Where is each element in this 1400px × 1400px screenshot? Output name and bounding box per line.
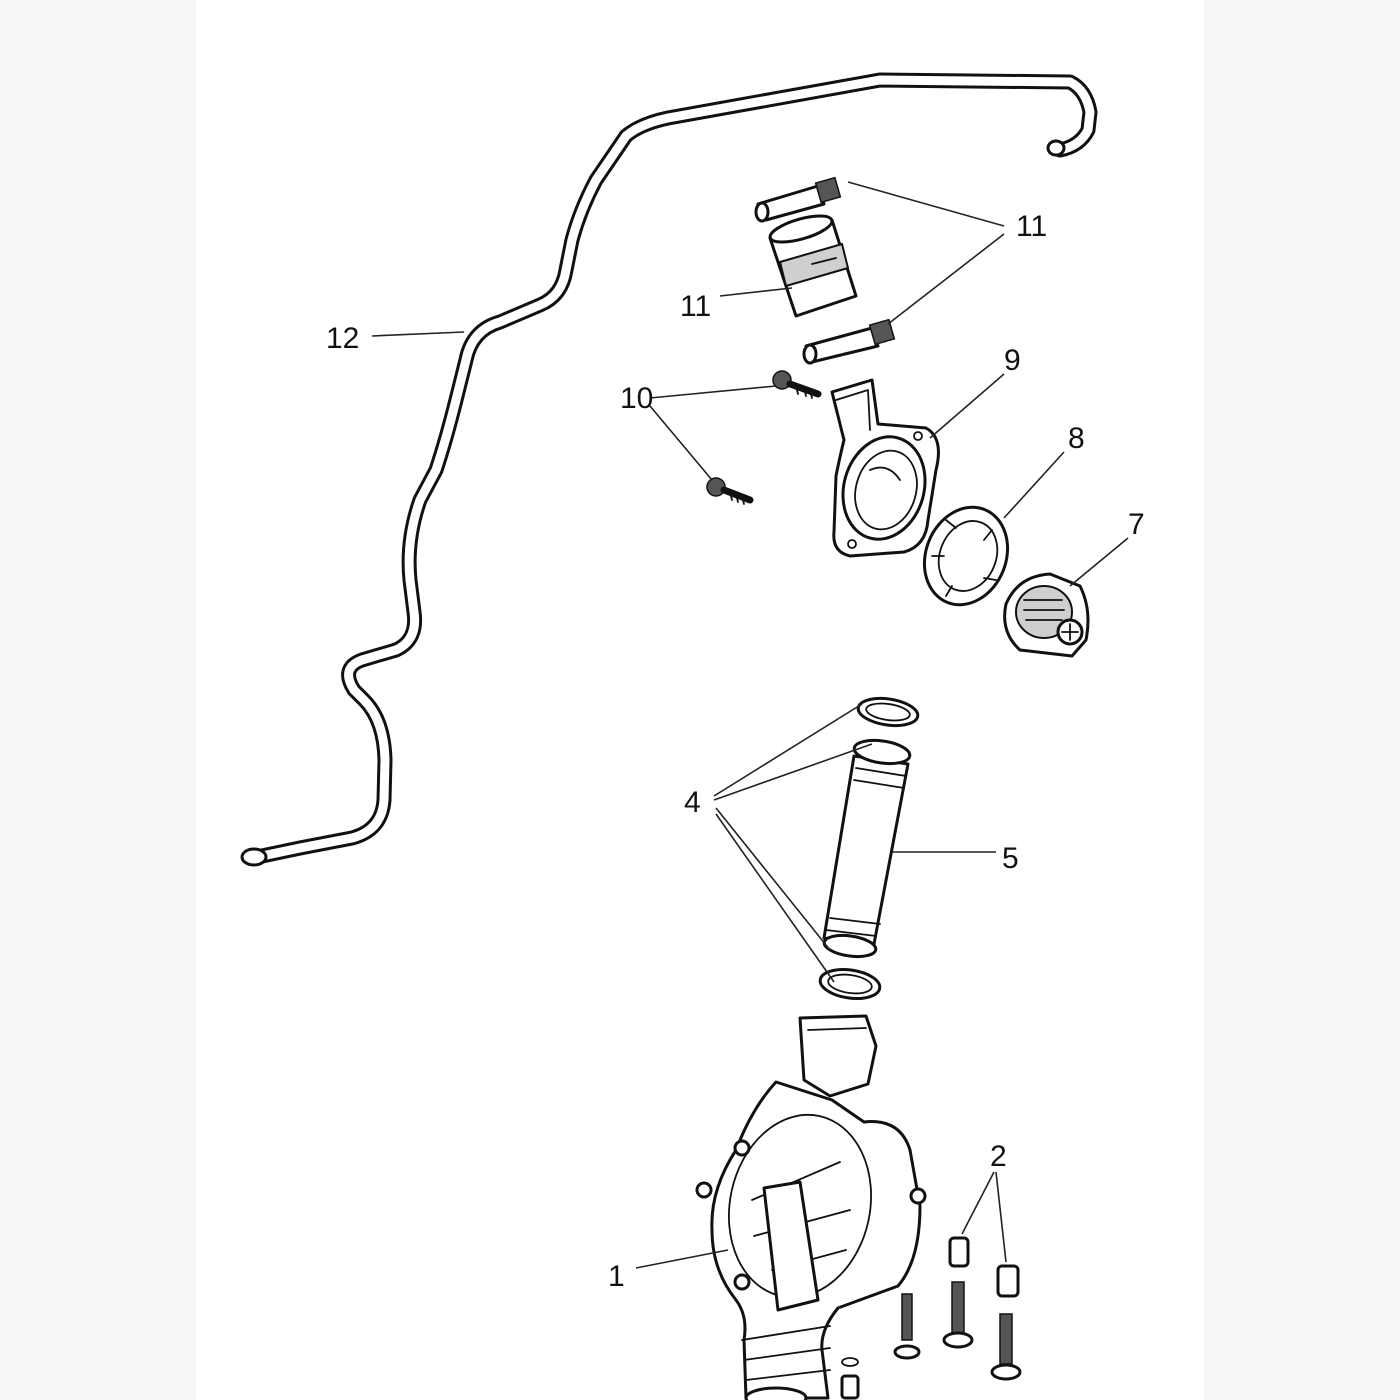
callout-7: 8 (1068, 422, 1085, 455)
part-10-hose (768, 214, 858, 318)
callout-12: 12 (326, 322, 359, 355)
callout-5: 5 (1002, 842, 1019, 875)
part-12-pipe (240, 72, 1098, 867)
callout-labels: 11 11 12 9 10 8 7 4 5 2 1 (326, 210, 1145, 1293)
part-7-gasket (922, 505, 1010, 607)
callout-1: 1 (608, 1260, 625, 1293)
part-11-fittings (754, 176, 896, 365)
part-1-pump-housing (695, 1014, 927, 1400)
part-9-screws (706, 370, 822, 505)
part-5-tube (822, 738, 912, 959)
callout-4: 4 (684, 786, 701, 819)
callout-6: 7 (1128, 508, 1145, 541)
part-8-thermostat-housing (830, 378, 940, 558)
part-2-spacers-bolts (744, 1236, 1022, 1400)
callout-10: 11 (680, 290, 711, 323)
part-6-thermostat (1003, 572, 1090, 658)
callout-11: 11 (1016, 210, 1047, 243)
part-4-seal-rings (818, 696, 920, 1000)
leader-lines (371, 181, 1129, 1269)
callout-9: 10 (620, 382, 653, 415)
callout-2: 2 (990, 1140, 1007, 1173)
callout-8: 9 (1004, 344, 1021, 377)
